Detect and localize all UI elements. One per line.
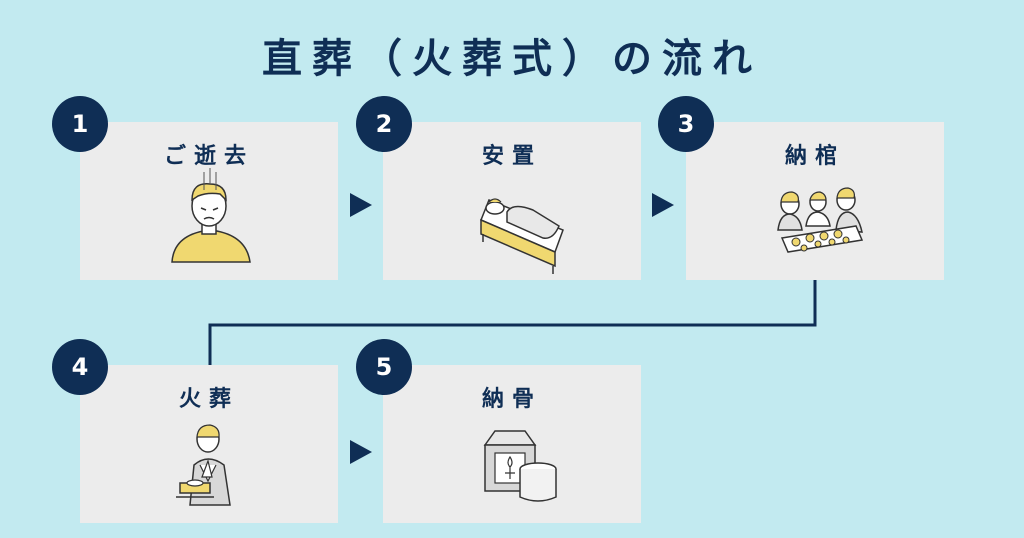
step-card-1: ご逝去	[80, 122, 338, 280]
step-label-4: 火葬	[178, 387, 239, 412]
urn-box-icon	[483, 430, 557, 502]
step-card-3: 納棺	[686, 122, 944, 280]
step-label-3: 納棺	[784, 144, 845, 169]
praying-person-icon	[176, 424, 231, 506]
step-badge-1: 1	[52, 96, 108, 152]
step-label-2: 安置	[481, 144, 542, 169]
step-badge-5: 5	[356, 339, 412, 395]
step-label-1: ご逝去	[163, 144, 254, 169]
grieving-person-icon	[171, 168, 251, 263]
body-in-bed-icon	[480, 198, 564, 274]
page-title: 直葬（火葬式）の流れ	[262, 36, 762, 82]
step-label-5: 納骨	[481, 387, 542, 412]
arrow-right-icon	[350, 440, 372, 464]
step-badge-3: 3	[658, 96, 714, 152]
step-card-4: 火葬	[80, 365, 338, 523]
step-card-5: 納骨	[383, 365, 641, 523]
step-card-2: 安置	[383, 122, 641, 280]
arrow-right-icon	[652, 193, 674, 217]
step-badge-2: 2	[356, 96, 412, 152]
family-placing-flowers-icon	[777, 187, 864, 253]
arrow-right-icon	[350, 193, 372, 217]
step-badge-4: 4	[52, 339, 108, 395]
